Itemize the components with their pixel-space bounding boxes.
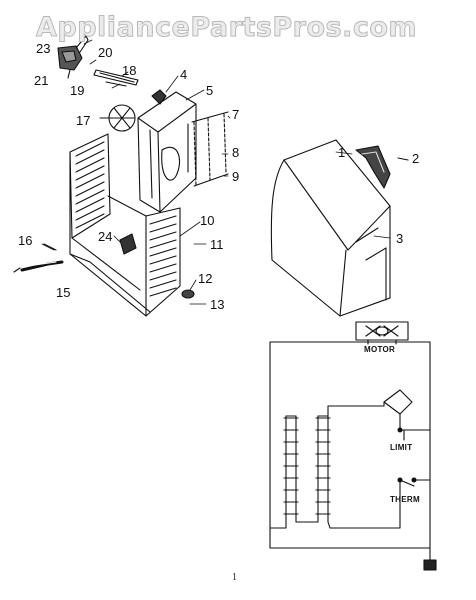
grommet — [181, 289, 195, 299]
callout-8: 8 — [232, 145, 240, 160]
callout-12: 12 — [198, 271, 213, 286]
heater-cabinet-base — [69, 133, 181, 317]
watermark-text: AppliancePartsPros.com — [35, 12, 418, 44]
handle — [355, 145, 409, 189]
callout-17: 17 — [76, 113, 91, 128]
callout-16: 16 — [18, 233, 33, 248]
callout-24: 24 — [98, 229, 113, 244]
callout-10: 10 — [200, 213, 215, 228]
callout-1: 1 — [338, 145, 346, 160]
callout-15: 15 — [56, 285, 71, 300]
fan-housing — [137, 91, 197, 213]
callout-20: 20 — [98, 45, 113, 60]
callout-18: 18 — [122, 63, 137, 78]
wiring-schematic — [269, 321, 437, 571]
callout-21: 21 — [34, 73, 49, 88]
leader-lines — [41, 39, 391, 305]
clip-part — [151, 89, 167, 105]
heating-element-rods — [191, 111, 229, 187]
fan-blade — [99, 104, 136, 132]
therm-label: THERM — [390, 495, 420, 504]
callout-11: 11 — [210, 237, 224, 252]
page-mark: 1 — [232, 572, 237, 583]
callout-23: 23 — [36, 41, 51, 56]
callout-9: 9 — [232, 169, 240, 184]
callout-2: 2 — [412, 151, 420, 166]
motor-bracket-assembly — [57, 35, 89, 79]
callout-7: 7 — [232, 107, 240, 122]
power-cord — [13, 243, 64, 273]
fan-bracket-strap — [93, 69, 139, 87]
callout-13: 13 — [210, 297, 225, 312]
control-knob — [119, 233, 137, 255]
callout-4: 4 — [180, 67, 188, 82]
limit-label: LIMIT — [390, 443, 413, 452]
callout-5: 5 — [206, 83, 214, 98]
callout-3: 3 — [396, 231, 404, 246]
callout-19: 19 — [70, 83, 85, 98]
motor-label: MOTOR — [364, 345, 396, 354]
outer-cover — [270, 139, 391, 317]
